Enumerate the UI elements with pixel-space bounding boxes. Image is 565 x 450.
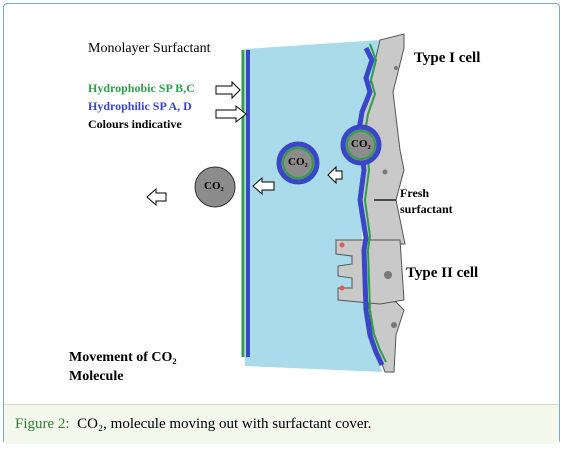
co2-molecule-in-fluid-coat [282,147,314,179]
type-ii-nucleus [384,271,392,279]
lamellar-body [339,285,345,291]
epithelial-hydrophobic-layer [363,43,387,363]
epithelial-hydrophilic-layer [356,46,385,367]
type-i-nucleus [391,322,397,328]
arrow-wall-to-fluid [327,165,343,185]
type-i-nucleus [394,66,398,70]
label-type-i-cell: Type I cell [414,50,481,66]
label-hydrophobic: Hydrophobic SP B,C [88,81,195,95]
co2-label-wall: CO₂ [351,138,371,150]
co2-molecule-at-wall [340,124,382,166]
arrow-fluid-to-membrane [252,176,275,196]
figure-caption-text: CO₂, molecule moving out with surfactant… [77,416,372,432]
label-surfactant: surfactant [400,202,453,216]
co2-molecule-at-wall-coat [346,130,376,160]
co2-molecule-free [194,166,236,208]
type-ii-cell-body [335,239,405,305]
label-molecule: Molecule [69,369,124,384]
co2-label-fluid: CO₂ [288,156,308,168]
label-colours-indicative: Colours indicative [88,117,182,131]
arrow-hydrophilic-label [215,104,247,124]
figure-caption-prefix: Figure 2: [15,416,70,432]
arrow-outward [146,187,167,207]
arrow-hydrophobic-label [215,80,241,100]
caption-bar [4,404,559,444]
co2-molecule-in-fluid [276,141,320,185]
label-monolayer-surfactant: Monolayer Surfactant [88,41,211,56]
label-fresh: Fresh [400,186,430,200]
label-type-ii-cell: Type II cell [406,265,479,281]
label-movement-of-co2: Movement of CO₂ [69,350,177,365]
co2-label-free: CO₂ [204,180,224,192]
type-i-nucleus [382,169,388,175]
lamellar-body [339,242,345,248]
label-hydrophilic: Hydrophilic SP A, D [88,99,192,113]
figure-caption: Figure 2: CO₂, molecule moving out with … [15,416,371,433]
